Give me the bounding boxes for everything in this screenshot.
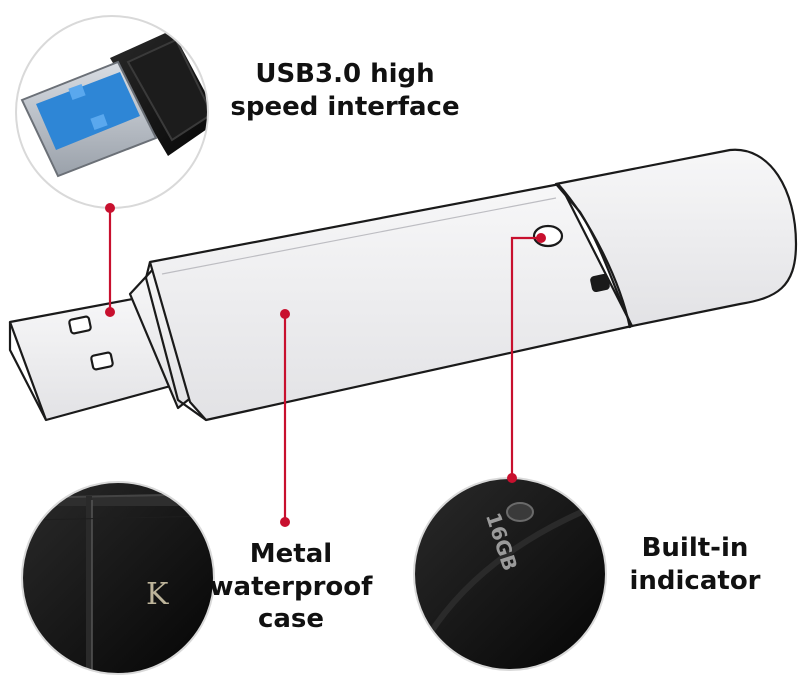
usb3-blue-tongue	[36, 72, 140, 150]
case-label-line-1: Metal	[249, 539, 333, 569]
usb-cap-seam	[557, 183, 632, 329]
leader-indicator	[510, 236, 541, 478]
indicator-label-line-2: indicator	[629, 565, 761, 596]
lanyard-slot	[590, 273, 610, 293]
indicator-label: Built-in indicator	[610, 532, 780, 597]
usb-body-edge	[144, 261, 207, 421]
case-logo-letter: K	[146, 577, 169, 612]
case-label-line-3: case	[257, 604, 325, 634]
usb-body	[148, 182, 634, 422]
leader-lines	[108, 208, 541, 522]
closeup-usb-connector	[15, 15, 209, 209]
leader-dots	[105, 203, 546, 527]
usb-label-line-1: USB3.0 high	[255, 59, 435, 89]
connector-hole-1	[68, 315, 92, 335]
usb-label-line-2: speed interface	[230, 91, 460, 122]
closeup-indicator: 16GB	[413, 477, 607, 671]
case-label-line-2: waterproof	[209, 571, 373, 602]
closeup-metal-case: K	[21, 481, 215, 675]
metal-case-label: Metal waterproof case	[196, 538, 386, 636]
usb-body-highlight	[161, 197, 557, 275]
usb-connector-side	[8, 322, 47, 421]
indicator-label-line-1: Built-in	[641, 533, 749, 563]
usb-interface-label: USB3.0 high speed interface	[220, 58, 470, 123]
indicator-closeup-led	[506, 502, 534, 522]
connector-hole-2	[90, 351, 114, 371]
